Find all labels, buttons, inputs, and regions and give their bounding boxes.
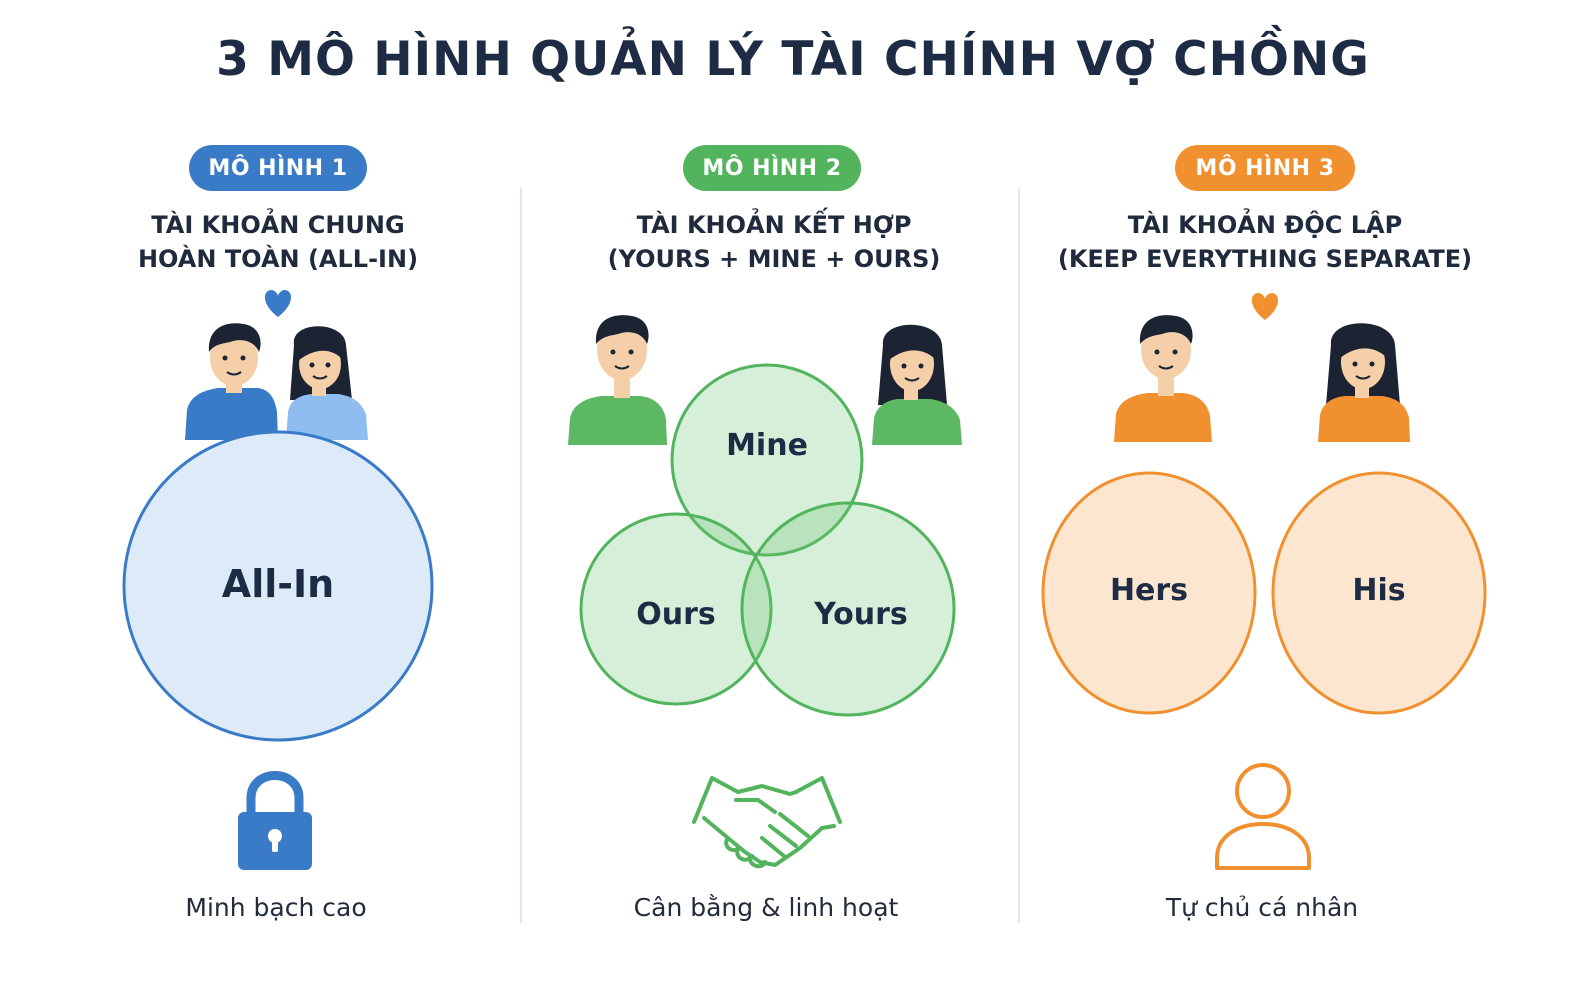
model-3-heading: TÀI KHOẢN ĐỘC LẬP (KEEP EVERYTHING SEPAR… xyxy=(1057,211,1473,273)
model-3-footer: Tự chủ cá nhân xyxy=(1165,893,1359,922)
hers-label: Hers xyxy=(1109,573,1189,608)
all-in-label: All-In xyxy=(221,562,335,606)
yours-label: Yours xyxy=(814,597,908,632)
mine-label: Mine xyxy=(726,428,808,463)
model-1-badge: MÔ HÌNH 1 xyxy=(189,145,367,191)
heart-icon xyxy=(1251,293,1279,320)
page-title: 3 MÔ HÌNH QUẢN LÝ TÀI CHÍNH VỢ CHỒNG xyxy=(216,32,1370,87)
model-2-footer: Cân bằng & linh hoạt xyxy=(633,893,899,922)
model-1-heading: TÀI KHOẢN CHUNG HOÀN TOÀN (ALL-IN) xyxy=(137,211,419,273)
his-label: His xyxy=(1352,573,1406,608)
heart-icon xyxy=(264,290,292,317)
column-divider xyxy=(1018,188,1020,923)
his-circle xyxy=(1271,471,1487,715)
yours-circle xyxy=(740,501,956,717)
handshake-icon xyxy=(692,776,842,869)
lock-icon xyxy=(238,771,312,870)
man-avatar-icon xyxy=(185,323,278,440)
woman-avatar-icon xyxy=(872,324,962,445)
model-1-illustration xyxy=(122,290,434,870)
venn-diagram xyxy=(579,363,956,717)
model-2-illustration xyxy=(568,315,962,869)
woman-avatar-icon xyxy=(1318,323,1410,442)
model-3-badge: MÔ HÌNH 3 xyxy=(1175,145,1355,191)
user-icon xyxy=(1215,763,1311,870)
hers-circle xyxy=(1041,471,1257,715)
woman-avatar-icon xyxy=(286,326,368,440)
model-2-heading: TÀI KHOẢN KẾT HỢP (YOURS + MINE + OURS) xyxy=(607,211,941,273)
column-divider xyxy=(520,188,522,923)
all-in-circle xyxy=(122,430,434,742)
ours-label: Ours xyxy=(636,597,716,632)
ours-circle xyxy=(579,512,773,706)
model-2-badge: MÔ HÌNH 2 xyxy=(683,145,861,191)
man-avatar-icon xyxy=(1114,315,1212,442)
model-1-footer: Minh bạch cao xyxy=(185,893,367,922)
man-avatar-icon xyxy=(568,315,667,445)
